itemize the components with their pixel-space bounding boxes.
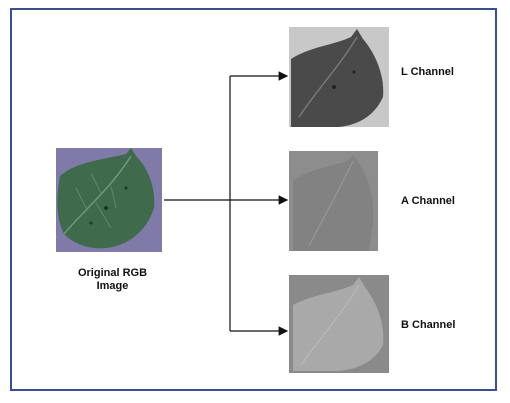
b-channel-image xyxy=(289,275,389,373)
original-image-caption: Original RGB Image xyxy=(77,267,148,292)
b-channel-label: B Channel xyxy=(401,319,456,331)
original-rgb-image xyxy=(56,148,162,252)
l-channel-image xyxy=(289,27,389,127)
a-channel-label: A Channel xyxy=(401,195,455,207)
l-channel-label: L Channel xyxy=(401,66,454,78)
a-channel-image xyxy=(289,151,378,251)
